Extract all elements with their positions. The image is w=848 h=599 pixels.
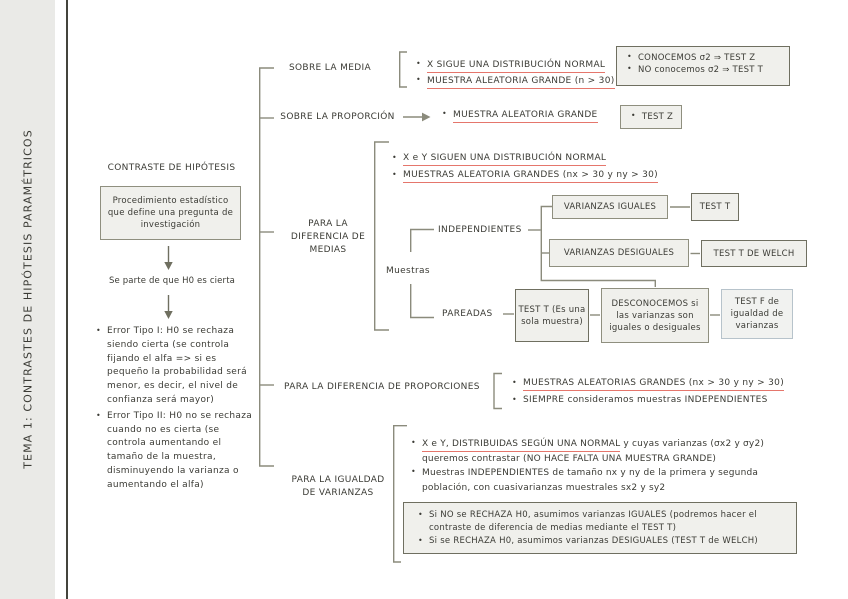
media-bracket [399, 51, 407, 88]
igualdad-condition-2: Muestras INDEPENDIENTES de tamaño nx y n… [409, 465, 781, 495]
dif-proporciones-condition-1: MUESTRAS ALEATORIAS GRANDES (nx > 30 y n… [510, 374, 785, 392]
independientes-bracket [540, 205, 656, 287]
premise-text: Se parte de que H0 es cierta [108, 276, 236, 286]
varianzas-desiguales-box: VARIANZAS DESIGUALES [549, 239, 689, 267]
proporcion-conditions: MUESTRA ALEATORIA GRANDE [440, 109, 598, 123]
test-t-welch-box: TEST T DE WELCH [701, 240, 807, 267]
branch-label-igualdad-varianzas: PARA LA IGUALDAD DE VARIANZAS [291, 475, 385, 498]
igualdad-conclusion-2: Si se RECHAZA H0, asumimos varianzas DES… [416, 534, 784, 548]
branch-label-proporcion: SOBRE LA PROPORCIÓN [280, 112, 395, 122]
sidebar-strip [0, 0, 55, 599]
igualdad-bracket [393, 425, 407, 563]
igualdad-conclusions-box: Si NO se RECHAZA H0, asumimos varianzas … [403, 502, 797, 554]
dif-medias-condition-2: MUESTRAS ALEATORIA GRANDES (nx > 30 y ny… [390, 166, 658, 184]
error-item-1: Error Tipo I: H0 se rechaza siendo ciert… [94, 324, 258, 408]
proporcion-test-box: TEST Z [620, 105, 682, 129]
vertical-divider [66, 0, 68, 599]
media-tests-box: CONOCEMOS σ2 ⇒ TEST Z NO conocemos σ2 ⇒ … [616, 46, 790, 86]
pareadas-test-t-box: TEST T (Es una sola muestra) [515, 289, 589, 342]
proporcion-test: TEST Z [629, 110, 673, 123]
dif-medias-conditions: X e Y SIGUEN UNA DISTRIBUCIÓN NORMAL MUE… [390, 149, 658, 184]
definition-text: Procedimiento estadístico que define una… [107, 196, 234, 230]
media-test-2: NO conocemos σ2 ⇒ TEST T [625, 63, 781, 76]
intro-arrow-1-head [164, 262, 173, 270]
error-list: Error Tipo I: H0 se rechaza siendo ciert… [94, 324, 258, 495]
desconocemos-box: DESCONOCEMOS si las varianzas son iguale… [601, 288, 709, 343]
branch-label-media: SOBRE LA MEDIA [288, 63, 372, 73]
dif-proporciones-condition-2: SIEMPRE consideramos muestras INDEPENDIE… [510, 391, 784, 409]
dif-medias-bracket [374, 141, 389, 331]
media-test-1: CONOCEMOS σ2 ⇒ TEST Z [625, 51, 781, 64]
pareadas-label: PAREADAS [442, 309, 493, 319]
varianzas-iguales-box: VARIANZAS IGUALES [552, 195, 668, 219]
independientes-label: INDEPENDIENTES [438, 225, 522, 235]
muestras-upper-elbow [410, 228, 434, 252]
dif-proporciones-conditions: MUESTRAS ALEATORIAS GRANDES (nx > 30 y n… [510, 374, 785, 409]
media-condition-1: X SIGUE UNA DISTRIBUCIÓN NORMAL [414, 56, 615, 73]
media-condition-2: MUESTRA ALEATORIA GRANDE (n > 30) [414, 72, 615, 89]
media-conditions: X SIGUE UNA DISTRIBUCIÓN NORMAL MUESTRA … [414, 56, 615, 89]
main-spine-bracket [259, 67, 274, 467]
igualdad-conditions: X e Y, DISTRIBUIDAS SEGÚN UNA NORMAL y c… [409, 436, 781, 495]
igualdad-condition-1: X e Y, DISTRIBUIDAS SEGÚN UNA NORMAL y c… [409, 436, 781, 466]
igualdad-conclusion-1: Si NO se RECHAZA H0, asumimos varianzas … [416, 508, 784, 535]
test-f-box: TEST F de igualdad de varianzas [721, 289, 793, 339]
branch-label-dif-proporciones: PARA LA DIFERENCIA DE PROPORCIONES [284, 382, 480, 392]
section-title-contraste: CONTRASTE DE HIPÓTESIS [107, 163, 236, 173]
muestras-lower-elbow [410, 284, 434, 319]
definition-box: Procedimiento estadístico que define una… [100, 186, 241, 240]
proporcion-condition: MUESTRA ALEATORIA GRANDE [440, 109, 598, 123]
dif-medias-condition-1: X e Y SIGUEN UNA DISTRIBUCIÓN NORMAL [390, 149, 658, 167]
intro-arrow-2-head [164, 311, 173, 319]
dif-proporciones-bracket [493, 372, 502, 410]
proporcion-arrow-head [422, 112, 431, 122]
branch-label-dif-medias: PARA LA DIFERENCIA DE MEDIAS [290, 219, 366, 255]
muestras-label: Muestras [386, 266, 430, 276]
test-t-box: TEST T [691, 193, 739, 221]
error-item-2: Error Tipo II: H0 no se rechaza cuando n… [94, 409, 258, 493]
